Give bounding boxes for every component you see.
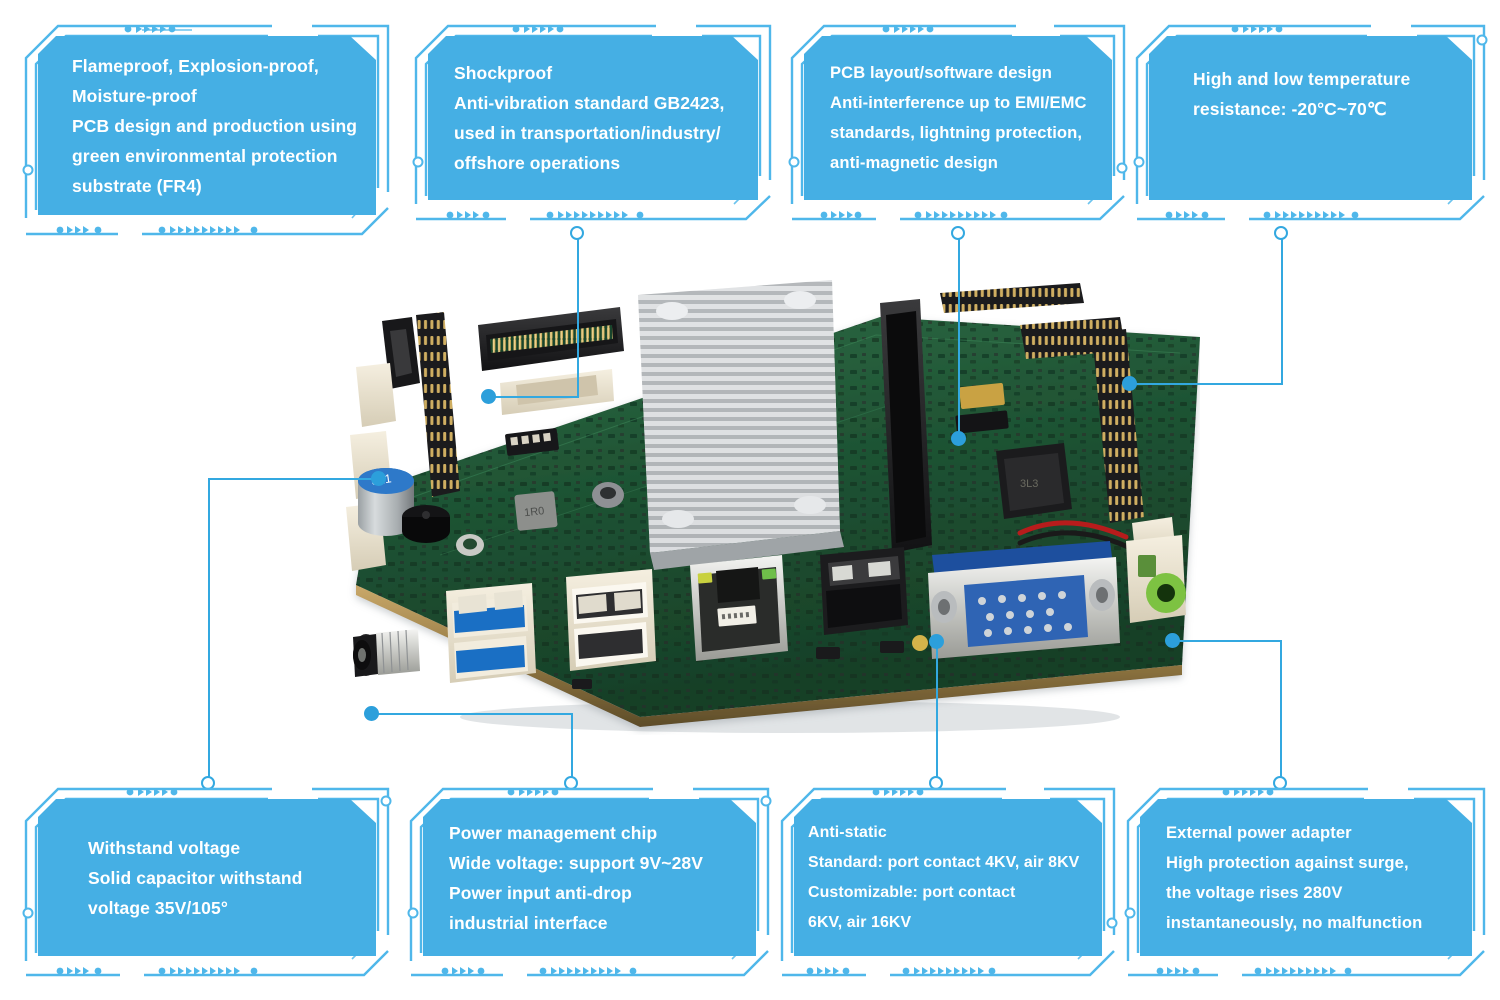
vga-port <box>928 541 1120 659</box>
callout-8-line-3: the voltage rises 280V <box>1166 882 1343 902</box>
pin-header-right-c <box>1092 329 1144 523</box>
leader-dot-pcb <box>951 431 966 446</box>
callout-pcb-layout[interactable]: PCB layout/software design Anti-interfer… <box>788 22 1128 222</box>
callout-shockproof[interactable]: Shockproof Anti-vibration standard GB242… <box>412 22 774 222</box>
callout-8-line-2: High protection against surge, <box>1166 852 1409 872</box>
callout-panel-3: PCB layout/software design Anti-interfer… <box>804 36 1112 200</box>
usb3-ports <box>446 583 536 683</box>
leader-line-adapter-h <box>1172 640 1282 642</box>
leader-dot-capacitor <box>371 471 386 486</box>
leader-line-flameproof-h <box>208 478 378 480</box>
io-controller-chip: 3L3 <box>996 443 1072 519</box>
callout-7-line-1: Anti-static <box>808 823 887 841</box>
dip-switch <box>505 428 559 456</box>
callout-panel-4: High and low temperature resistance: -20… <box>1149 36 1472 200</box>
callout-flameproof[interactable]: Flameproof, Explosion-proof, Moisture-pr… <box>22 22 392 237</box>
leader-dot-temp <box>1122 376 1137 391</box>
callout-8-line-1: External power adapter <box>1166 822 1352 842</box>
svg-text:1R0: 1R0 <box>524 505 545 519</box>
rj45-ethernet-port <box>690 555 788 661</box>
leader-line-pcb-v <box>958 232 960 438</box>
callout-6-line-4: industrial interface <box>449 912 608 933</box>
so-dimm-slot <box>880 299 932 553</box>
industrial-motherboard-photo: 821 1R0 <box>320 255 1200 735</box>
callout-panel-2: Shockproof Anti-vibration standard GB242… <box>428 36 758 200</box>
callout-2-line-3: used in transportation/industry/ <box>454 123 721 143</box>
audio-jack <box>1126 535 1186 623</box>
callout-1-line-1: Flameproof, Explosion-proof, <box>72 55 319 76</box>
leader-line-power-h <box>371 713 573 715</box>
leader-ring-shockproof <box>570 226 584 240</box>
gold-pad <box>912 635 928 651</box>
inductor: 1R0 <box>514 491 558 531</box>
flash-chip <box>959 382 1005 410</box>
callout-1-line-3: PCB design and production using <box>72 115 358 136</box>
leader-dot-audiojack <box>1165 633 1180 648</box>
heatsink <box>638 280 844 570</box>
callout-6-line-1: Power management chip <box>449 822 658 843</box>
callout-3-line-2: Anti-interference up to EMI/EMC <box>830 93 1087 112</box>
dc-power-jack <box>353 629 420 677</box>
sata-connector <box>382 317 420 389</box>
callout-5-line-2: Solid capacitor withstand <box>88 867 303 888</box>
usb2-ports <box>566 569 656 671</box>
callout-4-line-2: resistance: -20°C~70℃ <box>1193 99 1387 119</box>
leader-line-shockproof-h <box>487 396 579 398</box>
leader-ring-pcb <box>951 226 965 240</box>
callout-withstand-voltage[interactable]: Withstand voltage Solid capacitor withst… <box>22 785 392 978</box>
callout-7-line-4: 6KV, air 16KV <box>808 913 912 931</box>
callout-3-line-1: PCB layout/software design <box>830 63 1053 82</box>
wire-harness <box>1017 520 1131 550</box>
callout-panel-8: External power adapter High protection a… <box>1140 799 1472 956</box>
callout-5-line-3: voltage 35V/105° <box>88 897 228 918</box>
motherboard-svg: 821 1R0 <box>346 280 1200 733</box>
buzzer <box>402 505 450 543</box>
callout-panel-7: Anti-static Standard: port contact 4KV, … <box>794 799 1102 956</box>
leader-line-adapter-v <box>1280 640 1282 783</box>
leader-dot-hdmi <box>929 634 944 649</box>
callout-3-line-4: anti-magnetic design <box>830 153 998 172</box>
callout-8-line-4: instantaneously, no malfunction <box>1166 912 1423 932</box>
leader-line-antistatic-v <box>936 642 938 784</box>
callout-panel-5: Withstand voltage Solid capacitor withst… <box>38 799 376 956</box>
leader-line-power-v <box>571 714 573 782</box>
svg-text:3L3: 3L3 <box>1020 478 1038 490</box>
callout-panel-1: Flameproof, Explosion-proof, Moisture-pr… <box>38 36 376 215</box>
callout-7-line-2: Standard: port contact 4KV, air 8KV <box>808 853 1080 871</box>
leader-line-temp-v <box>1281 232 1283 384</box>
callout-2-line-1: Shockproof <box>454 63 553 83</box>
callout-6-line-2: Wide voltage: support 9V~28V <box>449 852 704 873</box>
pin-header <box>416 312 460 497</box>
pin-header-right-a <box>940 283 1084 313</box>
callout-power-management[interactable]: Power management chip Wide voltage: supp… <box>407 785 772 978</box>
mounting-hole <box>456 534 484 556</box>
leader-line-flameproof-v <box>208 478 210 783</box>
leader-ring-temp <box>1274 226 1288 240</box>
callout-1-line-2: Moisture-proof <box>72 85 197 106</box>
callout-panel-6: Power management chip Wide voltage: supp… <box>423 799 756 956</box>
callout-2-line-4: offshore operations <box>454 153 621 173</box>
callout-anti-static[interactable]: Anti-static Standard: port contact 4KV, … <box>778 785 1118 978</box>
callout-4-line-1: High and low temperature <box>1193 69 1411 89</box>
leader-line-temp-h <box>1128 383 1283 385</box>
callout-7-line-3: Customizable: port contact <box>808 883 1016 901</box>
callout-temperature[interactable]: High and low temperature resistance: -20… <box>1133 22 1488 222</box>
callout-1-line-5: substrate (FR4) <box>72 175 202 196</box>
ic-small-a <box>955 410 1009 434</box>
callout-1-line-4: green environmental protection <box>72 145 338 166</box>
callout-power-adapter[interactable]: External power adapter High protection a… <box>1124 785 1488 978</box>
leader-line-shockproof-v <box>577 232 579 398</box>
leader-dot-minipcie <box>481 389 496 404</box>
hdmi-port <box>820 547 908 635</box>
callout-5-line-1: Withstand voltage <box>88 837 241 858</box>
mini-pcie-slot <box>478 307 624 371</box>
callout-6-line-3: Power input anti-drop <box>449 882 632 903</box>
board-standoffs <box>572 641 904 689</box>
msata-slot <box>500 369 614 415</box>
leader-dot-dcjack <box>364 706 379 721</box>
standoff <box>592 482 624 508</box>
callout-2-line-2: Anti-vibration standard GB2423, <box>454 93 725 113</box>
callout-3-line-3: standards, lightning protection, <box>830 123 1083 142</box>
